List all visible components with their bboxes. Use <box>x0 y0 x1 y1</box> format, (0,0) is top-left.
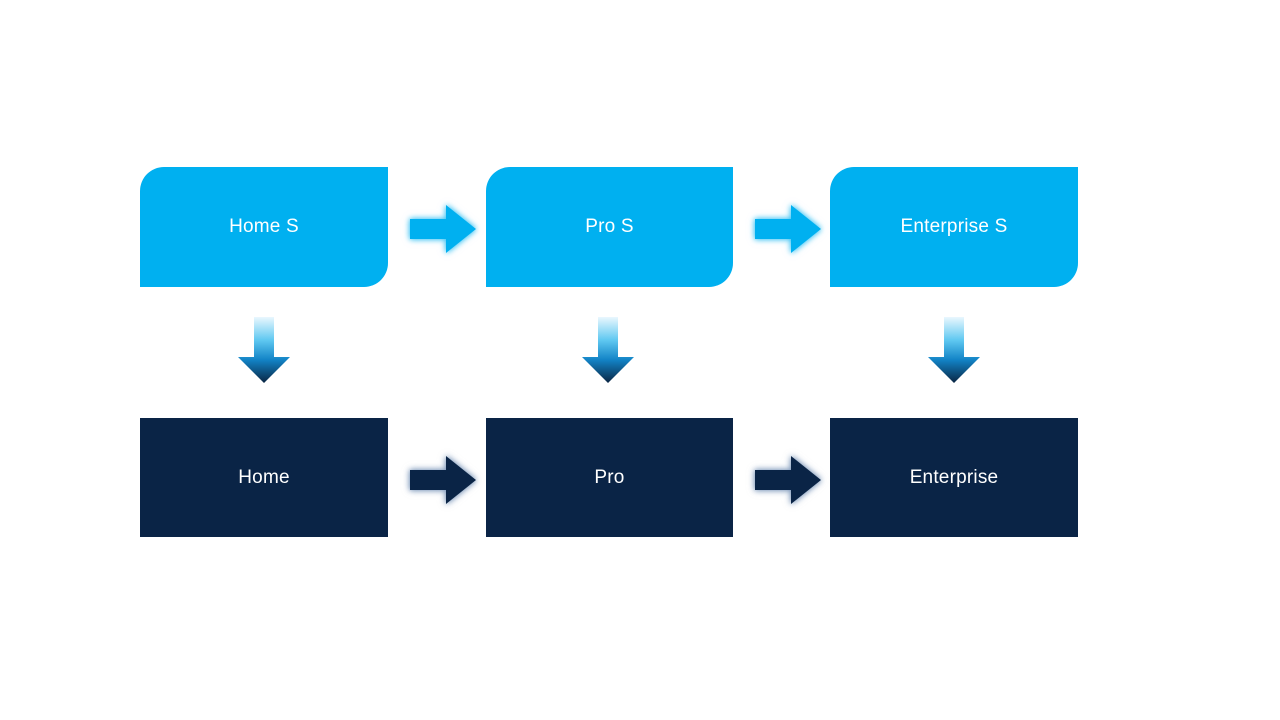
node-enterprise-s[interactable]: Enterprise S <box>830 167 1078 287</box>
right-arrow-icon <box>755 205 821 253</box>
connector-pro-s-to-enterprise-s[interactable] <box>755 205 821 253</box>
node-pro-s[interactable]: Pro S <box>486 167 733 287</box>
right-arrow-icon <box>410 456 476 504</box>
node-pro[interactable]: Pro <box>486 418 733 537</box>
node-home[interactable]: Home <box>140 418 388 537</box>
node-label: Home S <box>229 216 299 237</box>
node-label: Enterprise <box>909 466 999 488</box>
down-arrow-icon <box>582 317 634 383</box>
connector-home-s-to-home[interactable] <box>238 317 290 383</box>
right-arrow-icon <box>755 456 821 504</box>
connector-home-s-to-pro-s[interactable] <box>410 205 476 253</box>
down-arrow-icon <box>928 317 980 383</box>
connector-home-to-pro[interactable] <box>410 456 476 504</box>
down-arrow-icon <box>238 317 290 383</box>
connector-enterprise-s-to-enterprise[interactable] <box>928 317 980 383</box>
node-label: Pro <box>594 466 625 488</box>
connector-pro-s-to-pro[interactable] <box>582 317 634 383</box>
node-home-s[interactable]: Home S <box>140 167 388 287</box>
node-label: Enterprise S <box>900 216 1008 237</box>
node-label: Home <box>238 466 290 488</box>
right-arrow-icon <box>410 205 476 253</box>
connector-pro-to-enterprise[interactable] <box>755 456 821 504</box>
node-label: Pro S <box>585 216 634 237</box>
node-enterprise[interactable]: Enterprise <box>830 418 1078 537</box>
